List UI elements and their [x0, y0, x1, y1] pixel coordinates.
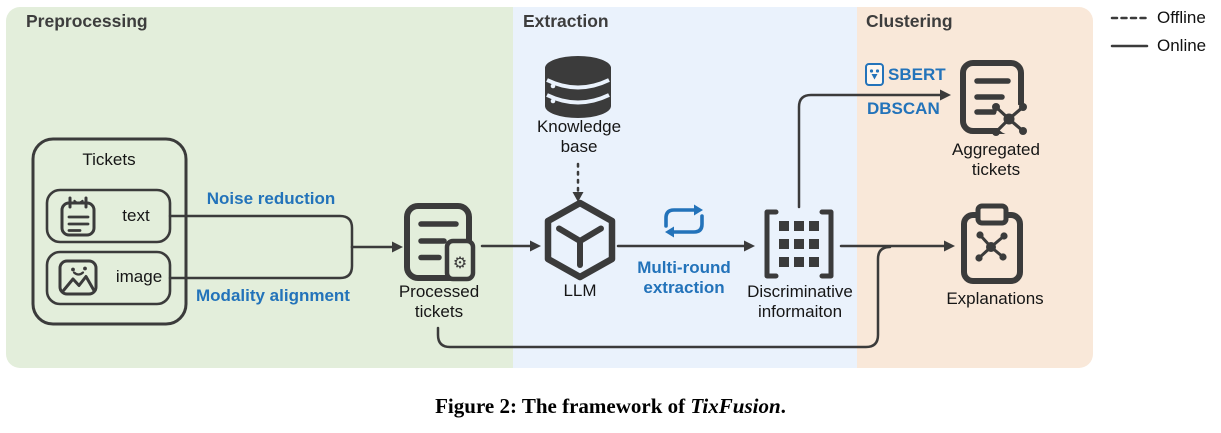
region-title-preprocessing: Preprocessing — [26, 11, 148, 31]
modality-alignment-label: Modality alignment — [196, 286, 350, 305]
processed-tickets-icon: ⚙ — [404, 203, 476, 282]
knowledge-base-icon — [545, 56, 611, 118]
ticket-image-label: image — [115, 267, 163, 286]
region-title-extraction: Extraction — [523, 11, 609, 31]
svg-text:⚙: ⚙ — [453, 253, 467, 272]
arrow-processed-to-llm — [480, 240, 541, 252]
figure-caption: Figure 2: The framework of TixFusion. — [0, 394, 1221, 419]
edge-kb-to-llm-offline — [572, 162, 584, 202]
discriminative-matrix-icon — [764, 209, 834, 279]
llm-label: LLM — [563, 281, 597, 300]
multi-round-extraction-label: Multi-round extraction — [637, 258, 731, 298]
caption-suffix: . — [780, 394, 786, 418]
explanations-clipboard-icon — [961, 203, 1023, 284]
cluster-glyph — [992, 103, 1027, 136]
legend-offline-label: Offline — [1157, 8, 1206, 27]
multi-round-loop-icon — [664, 204, 704, 238]
arrow-discriminative-to-explanations — [839, 240, 955, 252]
knowledge-base-label: Knowledge base — [536, 117, 622, 157]
text-note-icon — [60, 196, 96, 237]
region-clustering — [857, 7, 1093, 368]
tickets-label: Tickets — [82, 150, 136, 169]
dbscan-label: DBSCAN — [867, 99, 940, 118]
edge-noise-reduction — [168, 214, 354, 249]
aggregated-tickets-icon — [960, 60, 1027, 136]
edge-processed-to-explanations — [436, 245, 892, 349]
aggregated-tickets-label: Aggregated tickets — [952, 140, 1040, 180]
cluster-glyph — [975, 231, 1008, 262]
matrix-cells — [779, 221, 819, 267]
arrow-to-processed-tickets — [350, 241, 403, 253]
discriminative-label: Discriminative informaiton — [747, 282, 853, 322]
edge-modality-alignment — [168, 245, 354, 280]
sbert-logo-icon — [865, 63, 884, 86]
llm-icon — [544, 199, 616, 281]
edge-discriminative-to-aggregated — [797, 89, 951, 209]
caption-emphasis: TixFusion — [690, 394, 781, 418]
explanations-label: Explanations — [946, 289, 1044, 308]
processed-tickets-label: Processed tickets — [398, 282, 480, 322]
ticket-text-label: text — [122, 206, 150, 225]
region-preprocessing — [6, 7, 513, 368]
image-icon — [58, 259, 98, 296]
sbert-label: SBERT — [888, 65, 946, 84]
legend-online-label: Online — [1157, 36, 1207, 55]
arrow-llm-to-discriminative — [616, 240, 755, 252]
noise-reduction-label: Noise reduction — [206, 189, 336, 208]
tickets-box — [31, 137, 188, 326]
region-title-clustering: Clustering — [866, 11, 953, 31]
caption-prefix: Figure 2: The framework of — [435, 394, 691, 418]
